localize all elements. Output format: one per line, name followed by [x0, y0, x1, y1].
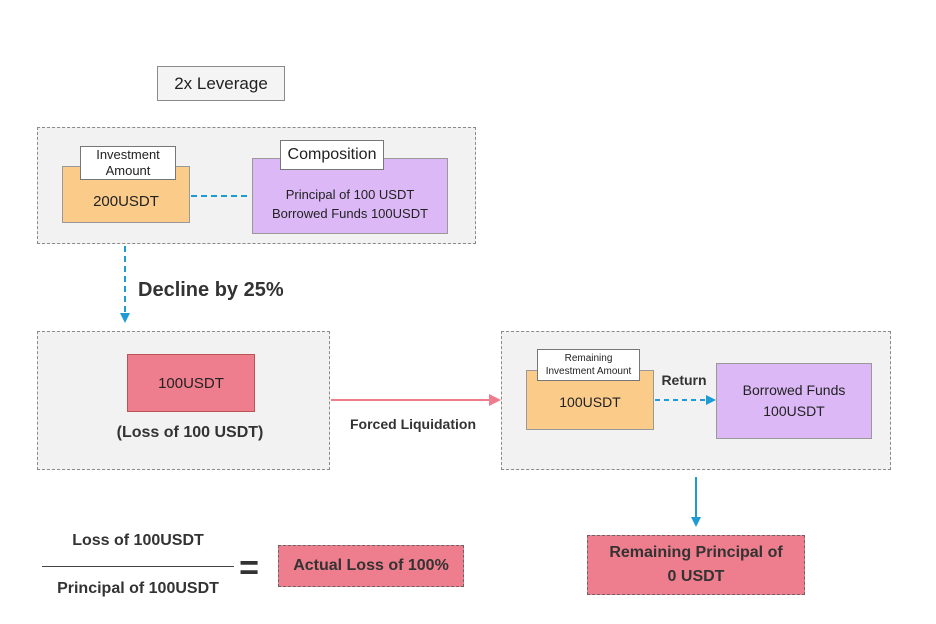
remaining-value-box: 100USDT	[127, 354, 255, 412]
leverage-title-text: 2x Leverage	[174, 73, 268, 93]
decline-label: Decline by 25%	[138, 279, 338, 307]
fraction-bar	[42, 566, 234, 567]
loss-caption-text: (Loss of 100 USDT)	[116, 424, 264, 441]
borrowed-funds-label: Borrowed Funds	[742, 382, 846, 398]
decline-label-text: Decline by 25%	[138, 279, 284, 301]
remaining-value-text: 100USDT	[158, 374, 224, 392]
composition-principal: Principal of 100 USDT	[285, 186, 415, 202]
composition-tab-text: Composition	[287, 146, 377, 163]
remaining-principal-box: Remaining Principal of 0 USDT	[587, 535, 805, 595]
investment-amount-value: 200USDT	[93, 193, 159, 210]
loss-caption: (Loss of 100 USDT)	[90, 421, 290, 445]
actual-loss-box: Actual Loss of 100%	[278, 545, 464, 587]
forced-liquidation-label: Forced Liquidation	[338, 413, 488, 435]
formula-numerator: Loss of 100USDT	[40, 529, 236, 553]
formula-denominator-text: Principal of 100USDT	[57, 580, 219, 597]
actual-loss-text: Actual Loss of 100%	[293, 557, 449, 574]
remaining-principal-line2: 0 USDT	[667, 568, 725, 585]
investment-amount-tab: Investment Amount	[80, 146, 176, 180]
formula-denominator: Principal of 100USDT	[30, 577, 246, 601]
remaining-investment-value: 100USDT	[559, 394, 621, 410]
formula-numerator-text: Loss of 100USDT	[72, 532, 204, 549]
remaining-investment-tab: Remaining Investment Amount	[537, 349, 640, 381]
borrowed-funds-box: Borrowed Funds 100USDT	[716, 363, 872, 439]
borrowed-funds-value: 100USDT	[763, 403, 825, 419]
leverage-title: 2x Leverage	[157, 66, 285, 101]
composition-borrowed: Borrowed Funds 100USDT	[271, 206, 429, 221]
composition-tab: Composition	[280, 140, 384, 170]
equals-sign-text: =	[239, 548, 259, 587]
equals-sign: =	[234, 548, 264, 587]
return-label: Return	[656, 370, 712, 390]
forced-liquidation-text: Forced Liquidation	[350, 416, 476, 432]
return-label-text: Return	[661, 372, 707, 388]
remaining-investment-tab-text: Remaining Investment Amount	[545, 353, 632, 377]
investment-amount-tab-text: Investment Amount	[96, 146, 160, 178]
remaining-principal-line1: Remaining Principal of	[609, 544, 783, 561]
composition-box: Principal of 100 USDT Borrowed Funds 100…	[252, 158, 448, 234]
